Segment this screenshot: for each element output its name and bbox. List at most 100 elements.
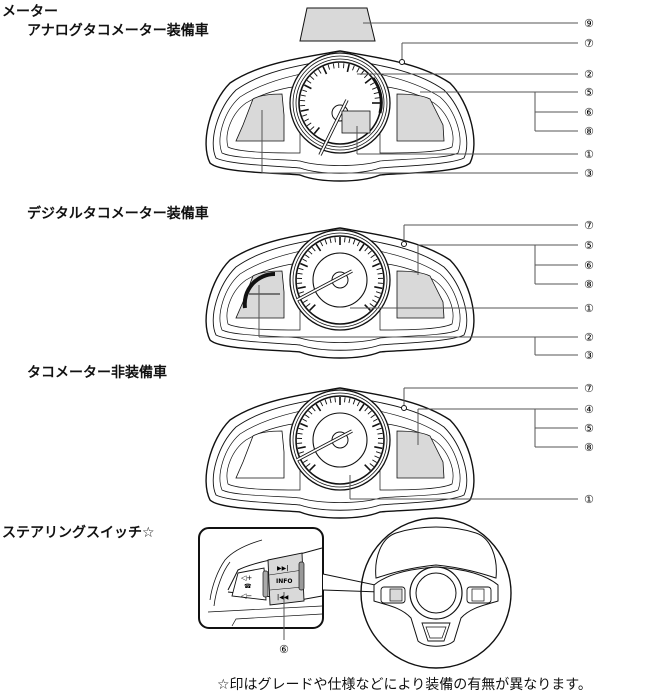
tick-mark xyxy=(315,243,322,252)
speedometer-ticks xyxy=(296,397,384,471)
tick-mark xyxy=(298,451,305,454)
callout-8: ⑧ xyxy=(584,125,594,138)
tick-mark xyxy=(303,299,308,303)
tick-mark xyxy=(376,427,382,431)
tick-mark xyxy=(374,446,383,450)
tick-mark xyxy=(305,303,311,307)
tick-mark xyxy=(298,427,304,431)
left-panel xyxy=(235,430,285,479)
callout-2: ② xyxy=(584,331,594,344)
tick-mark xyxy=(327,64,331,70)
callout-1: ① xyxy=(584,302,594,315)
tick-mark xyxy=(334,397,336,403)
tick-mark xyxy=(309,304,316,311)
tick-mark xyxy=(372,258,378,262)
tick-mark xyxy=(320,401,324,407)
callout-7: ⑦ xyxy=(584,37,594,50)
tick-mark xyxy=(302,418,308,422)
info-button[interactable]: INFO xyxy=(276,578,292,585)
tick-mark xyxy=(377,272,383,275)
tick-mark xyxy=(329,238,332,244)
callout-1: ① xyxy=(584,148,594,161)
tick-mark xyxy=(297,272,303,275)
tick-mark xyxy=(302,89,308,93)
tick-mark xyxy=(373,91,379,95)
tick-mark xyxy=(374,295,380,299)
tick-mark xyxy=(304,414,310,419)
tick-mark xyxy=(377,432,383,435)
tick-mark xyxy=(358,243,365,252)
active-driving-display xyxy=(299,7,376,42)
tick-mark xyxy=(332,63,335,69)
tick-mark xyxy=(297,446,306,450)
multi-info-display-right xyxy=(396,93,445,142)
tick-mark xyxy=(374,455,380,459)
tachometer-ticks xyxy=(300,62,380,135)
tick-mark xyxy=(372,86,377,90)
tick-mark xyxy=(367,250,372,255)
tick-mark xyxy=(369,463,375,467)
volume-up-button[interactable]: ◁+ xyxy=(241,574,252,582)
tick-mark xyxy=(310,126,315,131)
tick-mark xyxy=(367,410,372,415)
tick-mark xyxy=(298,291,305,294)
tick-mark xyxy=(322,66,328,75)
tick-mark xyxy=(324,239,328,245)
tick-mark xyxy=(369,303,375,307)
tick-mark xyxy=(308,410,313,415)
callout-1: ① xyxy=(584,493,594,506)
tick-mark xyxy=(334,237,336,243)
callout-7: ⑦ xyxy=(584,382,594,395)
tick-mark xyxy=(344,397,346,403)
volume-down-button[interactable]: ◁− xyxy=(241,592,252,600)
cluster-title-digital: デジタルタコメーター装備車 xyxy=(27,206,209,222)
tick-mark xyxy=(309,75,315,80)
tick-mark xyxy=(364,77,372,84)
talk-button[interactable]: ☎ xyxy=(244,583,252,590)
multi-info-display-right xyxy=(396,270,445,319)
tick-mark xyxy=(297,432,303,435)
tick-mark xyxy=(356,67,360,73)
tick-mark xyxy=(306,80,312,84)
tick-mark xyxy=(302,258,308,262)
tick-mark xyxy=(311,407,316,412)
steering-switch-inset: ◁+ ☎ ◁− ▶▶| INFO |◀◀ ⑥ xyxy=(198,527,381,656)
tick-mark xyxy=(370,254,376,259)
steering-title: ステアリングスイッチ☆ xyxy=(2,525,155,541)
tick-mark xyxy=(318,69,322,74)
tick-mark xyxy=(374,97,380,99)
tick-mark xyxy=(375,291,382,294)
tick-mark xyxy=(313,126,321,135)
tick-mark xyxy=(300,108,309,112)
callout-8: ⑧ xyxy=(584,441,594,454)
tick-mark xyxy=(348,238,351,244)
tick-mark xyxy=(372,418,378,422)
callout-5: ⑤ xyxy=(584,422,594,435)
tick-mark xyxy=(352,399,356,405)
callouts-analog: ⑨ ⑦ ② ⑤ ⑥ ⑧ ① ③ xyxy=(584,17,594,180)
tick-mark xyxy=(315,403,322,412)
next-button[interactable]: ▶▶| xyxy=(277,565,288,572)
callout-6: ⑥ xyxy=(279,643,289,656)
callout-4: ④ xyxy=(584,403,594,416)
callout-3: ③ xyxy=(584,167,594,180)
tick-mark xyxy=(371,262,381,268)
multi-info-display-left xyxy=(235,93,285,142)
speedometer-display xyxy=(341,110,371,134)
previous-button[interactable]: |◀◀ xyxy=(277,594,289,601)
speedometer-ticks xyxy=(296,237,384,311)
tick-mark xyxy=(375,451,382,454)
leader-lines-analog xyxy=(261,22,578,174)
callout-2: ② xyxy=(584,68,594,81)
cluster-title-analog: アナログタコメーター装備車 xyxy=(27,23,209,39)
tick-mark xyxy=(309,464,316,471)
tick-mark xyxy=(364,464,371,471)
tick-mark xyxy=(300,94,306,97)
tick-mark xyxy=(297,286,306,290)
tick-mark xyxy=(352,239,356,245)
callout-7: ⑦ xyxy=(584,219,594,232)
callout-8: ⑧ xyxy=(584,278,594,291)
tick-mark xyxy=(372,459,377,463)
tick-mark xyxy=(369,82,375,86)
